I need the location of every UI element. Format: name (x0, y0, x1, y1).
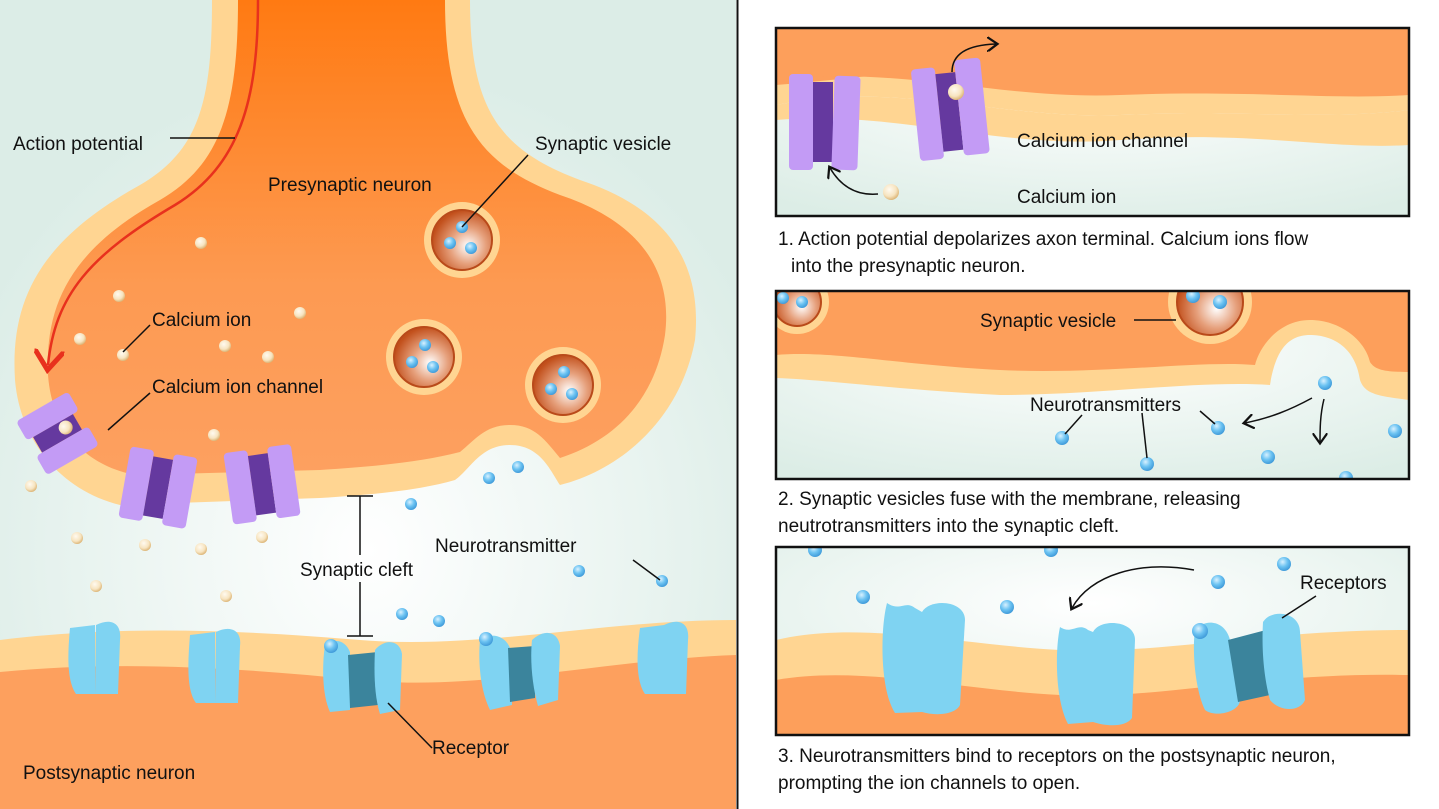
synaptic-vesicle (776, 291, 829, 334)
synaptic-vesicle (1168, 291, 1252, 344)
calcium-ion (883, 184, 899, 200)
neurotransmitters (396, 461, 668, 627)
receptor-open (479, 632, 560, 710)
calcium-ion-channel (17, 392, 98, 474)
label-calcium-ion: Calcium ion (152, 310, 251, 331)
label-synaptic-vesicle: Synaptic vesicle (535, 134, 671, 155)
calcium-ion-channel (223, 444, 301, 525)
receptor-open (323, 639, 402, 714)
step-3-caption-line2: prompting the ion channels to open. (778, 773, 1080, 794)
step-1-panel: Calcium ion channel Calcium ion (774, 26, 1411, 218)
label-calcium-ion-channel: Calcium ion channel (152, 377, 323, 398)
calcium-ion-channel (911, 57, 990, 161)
step3-label-receptors: Receptors (1300, 573, 1387, 594)
step-3-panel: Receptors (774, 545, 1411, 737)
receptor (882, 602, 965, 715)
efflux-arrow (951, 44, 996, 73)
step-2-caption-line2: neutrotransmitters into the synaptic cle… (778, 516, 1119, 537)
synaptic-vesicle (386, 319, 462, 395)
synaptic-vesicle (525, 347, 601, 423)
step2-label-vesicle: Synaptic vesicle (980, 311, 1116, 332)
step-2-panel: Synaptic vesicle Neurotransmitters (774, 289, 1411, 481)
label-receptor: Receptor (432, 738, 510, 759)
label-synaptic-cleft: Synaptic cleft (300, 560, 414, 581)
influx-arrow (830, 168, 879, 195)
label-action-potential: Action potential (13, 134, 143, 155)
label-neurotransmitter: Neurotransmitter (435, 536, 577, 557)
receptor (1056, 622, 1135, 726)
step-1-caption-line2: into the presynaptic neuron. (791, 256, 1026, 277)
calcium-ion-channel (118, 446, 198, 529)
leader-lines (107, 137, 661, 749)
synaptic-cleft-bracket (347, 495, 373, 637)
label-postsynaptic-neuron: Postsynaptic neuron (23, 763, 195, 784)
step2-label-neurotransmitters: Neurotransmitters (1030, 395, 1181, 416)
receptor (68, 621, 121, 694)
main-diagram: Action potential Presynaptic neuron Syna… (0, 0, 736, 809)
step1-label-ion: Calcium ion (1017, 187, 1116, 208)
step-2-caption-line1: 2. Synaptic vesicles fuse with the membr… (778, 489, 1241, 510)
receptor (188, 628, 241, 703)
receptor-open (1192, 613, 1305, 714)
calcium-ion-channel (789, 74, 861, 171)
step-3-caption-line1: 3. Neurotransmitters bind to receptors o… (778, 746, 1336, 767)
calcium-ions (25, 237, 306, 602)
step1-label-channel: Calcium ion channel (1017, 131, 1188, 152)
receptor (637, 621, 689, 694)
neurotransmitters (808, 547, 1291, 614)
neurotransmitters (1055, 376, 1402, 479)
presynaptic-cytoplasm (47, 0, 667, 475)
calcium-ion (948, 84, 964, 100)
label-presynaptic-neuron: Presynaptic neuron (268, 175, 432, 196)
step-1-caption-line1: 1. Action potential depolarizes axon ter… (778, 229, 1308, 250)
action-potential-arrow (48, 0, 260, 365)
synaptic-vesicle (424, 202, 500, 278)
